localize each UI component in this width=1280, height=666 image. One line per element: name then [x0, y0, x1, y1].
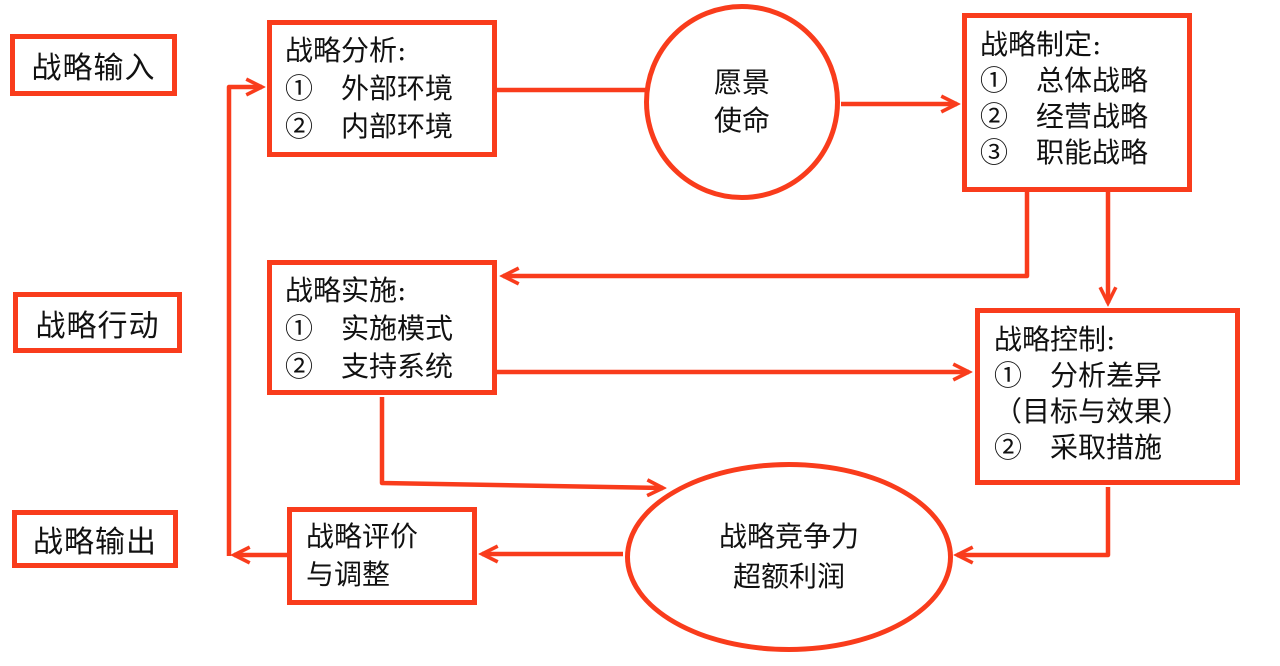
strategy-analysis-item-1: ① 外部环境 — [285, 72, 454, 105]
strategy-control-title: 战略控制: — [994, 323, 1116, 356]
competitiveness-profit-ellipse: 战略竞争力 超额利润 — [625, 462, 953, 652]
arrow-formulation-to-implementation — [503, 192, 1030, 276]
strategy-formulation-item-3: ③ 职能战略 — [980, 136, 1149, 169]
strategy-evaluation-box: 战略评价 与调整 — [287, 507, 477, 605]
strategy-analysis-title: 战略分析: — [285, 34, 407, 67]
vision-mission-circle: 愿景 使命 — [644, 4, 840, 200]
strategy-implementation-item-2: ② 支持系统 — [285, 350, 454, 383]
strategy-analysis-item-2: ② 内部环境 — [285, 110, 454, 143]
strategy-analysis-box: 战略分析: ① 外部环境 ② 内部环境 — [267, 20, 497, 157]
arrow-control-to-outcome — [957, 487, 1111, 555]
row-label-strategy-output-text: 战略输出 — [33, 525, 157, 560]
row-label-strategy-input: 战略输入 — [10, 34, 177, 96]
arrow-implementation-to-outcome — [379, 397, 663, 488]
mission-line: 使命 — [713, 104, 770, 137]
row-label-strategy-input-text: 战略输入 — [31, 51, 156, 86]
strategy-implementation-box: 战略实施: ① 实施模式 ② 支持系统 — [267, 260, 497, 395]
strategy-control-item-1-note: （目标与效果） — [994, 395, 1191, 428]
strategy-formulation-item-2: ② 经营战略 — [980, 100, 1149, 133]
strategy-formulation-title: 战略制定: — [980, 28, 1102, 61]
strategy-evaluation-line-2: 与调整 — [306, 558, 391, 591]
strategy-evaluation-line-1: 战略评价 — [306, 520, 419, 553]
vision-line: 愿景 — [713, 66, 770, 99]
competitiveness-line: 战略竞争力 — [718, 520, 859, 553]
row-label-strategy-output: 战略输出 — [12, 510, 178, 568]
excess-profit-line: 超额利润 — [732, 560, 845, 593]
strategy-formulation-box: 战略制定: ① 总体战略 ② 经营战略 ③ 职能战略 — [962, 13, 1192, 192]
strategy-implementation-title: 战略实施: — [285, 274, 407, 307]
row-label-strategy-action-text: 战略行动 — [35, 308, 160, 344]
strategy-control-item-1: ① 分析差异 — [994, 359, 1163, 392]
arrow-feedback-to-analysis — [226, 87, 262, 556]
row-label-strategy-action: 战略行动 — [13, 292, 182, 353]
strategy-control-box: 战略控制: ① 分析差异 （目标与效果） ② 采取措施 — [975, 308, 1240, 485]
strategy-implementation-item-1: ① 实施模式 — [285, 312, 454, 345]
strategy-control-item-2: ② 采取措施 — [994, 431, 1163, 464]
strategy-formulation-item-1: ① 总体战略 — [980, 64, 1149, 97]
